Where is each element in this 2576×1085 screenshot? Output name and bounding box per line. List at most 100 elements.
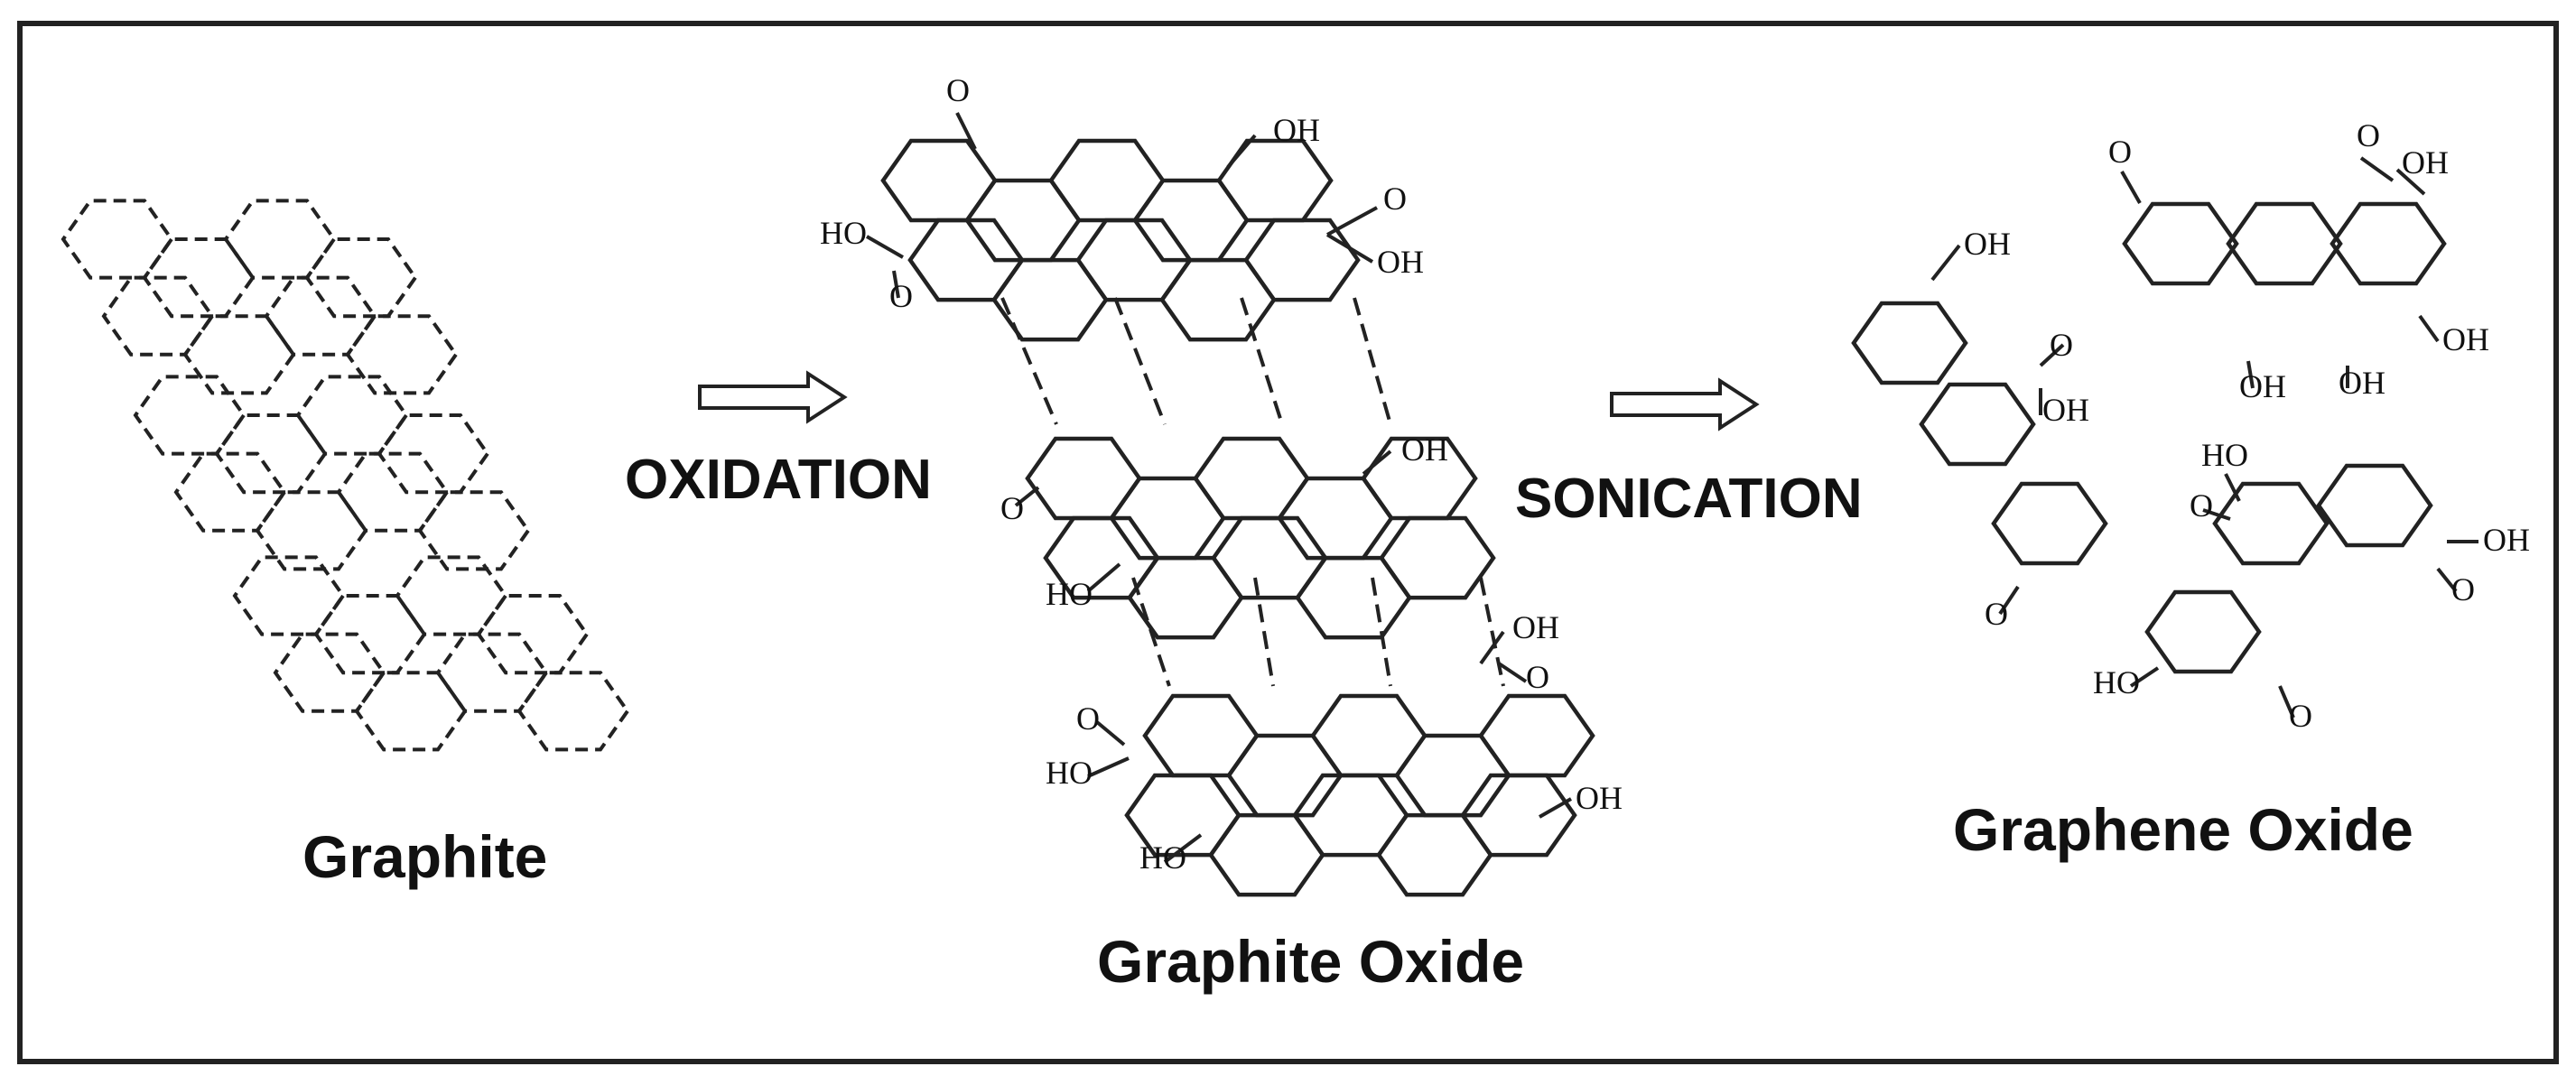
gr-oh: OH <box>1964 226 2011 262</box>
figure-frame <box>17 21 2559 1064</box>
substituent-bond <box>1326 206 1378 236</box>
interlayer-bond <box>1240 297 1284 425</box>
graphite-oxide-groups: O OH HO O O OH OH O HO OH O O HO OH HO <box>820 72 1623 876</box>
substituent-bond <box>1479 630 1505 665</box>
graphite-oxide-ring <box>991 257 1109 342</box>
go-oh: OH <box>1401 431 1448 468</box>
graphite-ring <box>354 671 468 752</box>
substituent-bond <box>892 270 900 299</box>
substituent-bond <box>1325 233 1374 264</box>
graphite-oxide-ring <box>1376 812 1493 897</box>
graphite-oxide-ring <box>1379 515 1496 600</box>
gr-oh: OH <box>2339 365 2385 401</box>
graphene-oxide-ring <box>1851 301 1968 385</box>
graphite-ring <box>345 314 459 395</box>
gr-oh: OH <box>2239 368 2286 404</box>
go-carbonyl-o: O <box>1000 490 1024 526</box>
gr-ho: HO <box>2093 664 2140 700</box>
go-oh: OH <box>1576 780 1623 816</box>
gr-oh: OH <box>2483 522 2530 558</box>
graphene-oxide-ring <box>2122 201 2239 286</box>
interlayer-bond <box>1371 577 1392 687</box>
graphite-ring <box>417 490 531 571</box>
interlayer-bond <box>1479 577 1505 687</box>
substituent-bond <box>2395 168 2426 196</box>
substituent-bond <box>1086 562 1121 593</box>
substituent-bond <box>2129 666 2160 688</box>
graphene-oxide-ring <box>1991 481 2108 566</box>
oxidation-arrow <box>698 370 848 424</box>
go-oh: OH <box>1273 112 1320 148</box>
substituent-bond <box>2202 508 2231 521</box>
graphite-oxide-ring <box>1025 436 1142 521</box>
gr-oh: OH <box>2402 144 2449 181</box>
graphite-oxide-ring <box>1048 138 1166 223</box>
graphite-oxide-ring <box>1127 555 1244 640</box>
substituent-bond <box>2120 171 2142 204</box>
graphite-oxide-ring <box>1295 555 1412 640</box>
graphite-oxide-structure <box>880 138 1595 897</box>
go-ho: HO <box>820 215 867 251</box>
graphene-oxide-ring <box>1919 382 2036 467</box>
go-ho: HO <box>1139 839 1186 876</box>
substituent-bond <box>2039 343 2065 367</box>
substituent-bond <box>1362 450 1392 476</box>
gr-carboxyl-o: O <box>2050 327 2073 363</box>
go-carboxyl-o: O <box>1076 700 1100 737</box>
substituent-bond <box>1998 585 2020 616</box>
gr-carboxyl-o: O <box>2357 117 2380 153</box>
graphite-oxide-ring <box>1478 693 1595 778</box>
substituent-bond <box>1497 662 1528 683</box>
substituent-bond <box>1014 486 1040 507</box>
graphene-oxide-ring <box>2226 201 2343 286</box>
substituent-bond <box>2224 473 2241 502</box>
oxidation-label: OXIDATION <box>625 449 932 511</box>
substituent-bond <box>2436 567 2458 593</box>
sonication-arrow <box>1610 377 1760 431</box>
graphite-ring <box>516 671 630 752</box>
interlayer-bond <box>1253 577 1275 687</box>
graphite-ring <box>435 632 549 713</box>
gr-carboxyl-o: O <box>2451 571 2475 607</box>
graphene-oxide-ring <box>2316 463 2433 548</box>
graphite-ring <box>173 451 287 533</box>
graphene-oxide-ring <box>2212 481 2330 566</box>
substituent-bond <box>1163 833 1203 864</box>
graphene-oxide-label: Graphene Oxide <box>1953 796 2413 863</box>
substituent-bond <box>2359 156 2395 182</box>
graphite-ring <box>133 375 246 456</box>
substituent-bond <box>1539 797 1572 819</box>
graphene-oxide-ring <box>2330 201 2447 286</box>
graphite-ring <box>336 451 450 533</box>
gr-carboxyl-o: O <box>2190 487 2213 524</box>
substituent-bond <box>2246 360 2255 389</box>
interlayer-bond <box>1353 297 1392 425</box>
graphite-ring <box>223 199 337 280</box>
graphene-oxide-structure <box>1851 201 2447 674</box>
graphite-ring <box>182 314 296 395</box>
interlayer-bond <box>1000 297 1058 425</box>
graphite-label: Graphite <box>302 823 547 890</box>
sonication-label: SONICATION <box>1515 468 1863 530</box>
functional-group-bonds <box>866 112 2478 864</box>
graphite-oxide-ring <box>1243 218 1361 302</box>
graphite-oxide-ring <box>1216 138 1334 223</box>
substituent-bond <box>955 112 977 150</box>
graphite-oxide-ring <box>1460 773 1577 858</box>
graphite-oxide-ring <box>1310 693 1427 778</box>
substituent-bond <box>1087 756 1130 778</box>
go-oh: OH <box>1377 244 1424 280</box>
go-oh: OH <box>1512 609 1559 645</box>
graphite-ring <box>273 632 386 713</box>
gr-oh: OH <box>2042 392 2089 428</box>
graphite-ring <box>295 375 409 456</box>
graphite-structure <box>60 199 630 752</box>
graphite-oxide-interlayer-bonds <box>1000 297 1505 687</box>
go-carbonyl-o: O <box>946 72 970 108</box>
graphite-oxide-ring <box>1142 693 1260 778</box>
substituent-bond <box>1930 244 1961 282</box>
graphite-oxide-label: Graphite Oxide <box>1097 928 1524 995</box>
substituent-bond <box>866 235 904 259</box>
go-carboxyl-o: O <box>1526 659 1549 695</box>
